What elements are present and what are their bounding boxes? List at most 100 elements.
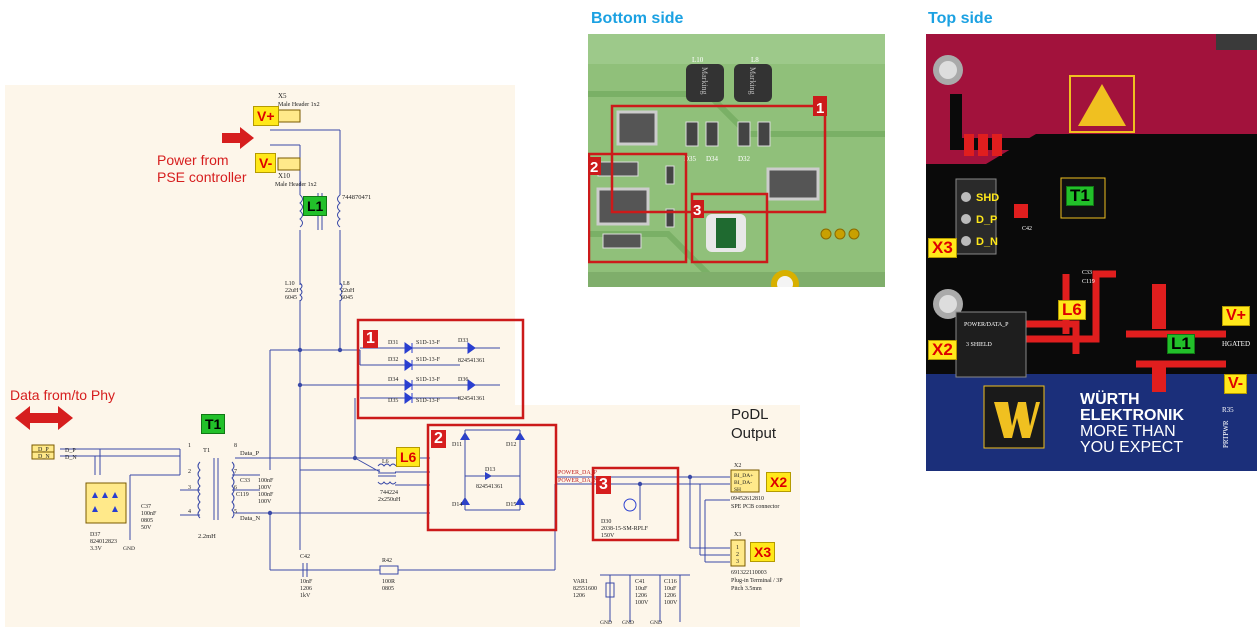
pin-4: 4 [188, 509, 191, 515]
x3-shd-label: SHD [976, 192, 999, 204]
smd-part [616, 110, 658, 146]
d37-diode [102, 492, 108, 498]
d32-diode [404, 359, 413, 371]
c116-ref: C116 [664, 579, 677, 585]
d33-part: 824541361 [458, 358, 485, 364]
bottom-side-pcb-image: L10 L8 Marking Marking D35 D34 D32 [588, 34, 885, 287]
var1-ref: VAR1 [573, 579, 588, 585]
pin-5: 5 [234, 509, 237, 515]
junction-dot [687, 474, 693, 480]
d30-ref: D30 [601, 519, 611, 525]
logo-line-3: MORE THAN [1080, 423, 1176, 440]
c42-ref: C42 [300, 554, 310, 560]
smd-part [665, 165, 675, 185]
r35-silk: R35 [1222, 406, 1234, 414]
l8-marking: Marking [748, 67, 757, 95]
d35-part: S1D-13-F [416, 398, 441, 404]
box-3-number: 3 [596, 476, 611, 494]
d33-tvs [467, 342, 476, 354]
d37-array [85, 482, 127, 524]
c41-val: 10uF [635, 586, 648, 592]
d37-diode [92, 506, 98, 512]
x5-ref: X5 [278, 92, 287, 100]
d32-silk: D32 [738, 155, 751, 163]
x2-ref: X2 [734, 463, 741, 469]
d30-part: 2038-15-SM-RPLF [601, 526, 649, 532]
pcb-box-2-number: 2 [590, 159, 598, 176]
c33-ref: C33 [240, 478, 250, 484]
pcb-tag-t1: T1 [1066, 186, 1094, 206]
d36-tvs [467, 379, 476, 391]
x3-connector [730, 539, 746, 567]
d35-silk: D35 [684, 155, 697, 163]
tag-v-minus: V- [255, 153, 277, 173]
smd-part [757, 121, 771, 147]
schematic-diagram: X5 Male Header 1x2 X10 Male Header 1x2 7… [5, 85, 800, 627]
d-net-p: D_P [65, 448, 76, 454]
pin-2: 2 [188, 469, 191, 475]
pcb-tag-v-plus: V+ [1222, 306, 1251, 326]
x2-pin-sh: SH [734, 487, 741, 493]
tag-v-plus: V+ [253, 106, 279, 126]
l10-marking: Marking [700, 67, 709, 95]
d36-ref: D36 [458, 377, 468, 383]
esd-warning-icon [1078, 84, 1126, 126]
data-from-label: Data from/to Phy [10, 387, 116, 403]
c37-volt: 50V [141, 525, 152, 531]
podl-output-label: PoDL Output [731, 406, 777, 442]
d35-diode [404, 392, 413, 404]
c116-volt: 100V [664, 600, 678, 606]
x2-connector [730, 469, 760, 493]
x3-pin2: 2 [736, 552, 739, 558]
via-hole [834, 228, 846, 240]
power-data-p-silk: POWER/DATA_P [964, 322, 1009, 328]
r42-ref: R42 [382, 558, 392, 564]
d34-diode [404, 379, 413, 391]
tag-l1: L1 [303, 196, 328, 216]
box-1-number: 1 [363, 330, 378, 348]
dp-label: D_P [38, 447, 49, 453]
l10-inductor-body [686, 64, 724, 102]
l1-part: 744870471 [342, 194, 371, 201]
box-2-number: 2 [431, 430, 446, 448]
x3-part: 691322110003 [731, 570, 767, 576]
tag-x2: X2 [766, 472, 792, 492]
smd-part [665, 208, 675, 228]
c42-pkg: 1206 [300, 586, 312, 592]
smd-part [705, 121, 719, 147]
c41-ref: C41 [635, 579, 645, 585]
c37-ref: C37 [141, 504, 151, 510]
d30-gdt [623, 498, 637, 512]
power-from-label: Power from PSE controller [157, 152, 247, 185]
c116-val: 10uF [664, 586, 677, 592]
pin-7: 7 [234, 469, 237, 475]
d37-diode [92, 492, 98, 498]
x2-pin-p: BI_DA+ [734, 473, 753, 479]
via-hole [848, 228, 860, 240]
top-side-title: Top side [928, 10, 993, 27]
pcb-tag-x2: X2 [928, 340, 957, 360]
c119-silk: C119 [1082, 279, 1095, 285]
t1-transformer [197, 458, 235, 520]
c33-silk: C33 [1082, 270, 1092, 276]
junction-dot [297, 382, 303, 388]
x3-dn-label: D_N [976, 236, 998, 248]
pcb-box-1 [610, 104, 827, 214]
bottom-side-title: Bottom side [591, 10, 684, 27]
d34-silk: D34 [706, 155, 719, 163]
l8-inductor [339, 282, 343, 302]
tag-x3: X3 [750, 542, 776, 562]
logo-line-2: ELEKTRONIK [1080, 407, 1184, 424]
l10-inductor [299, 282, 303, 302]
pcb-tag-v-minus: V- [1224, 374, 1248, 394]
d-net-n: D_N [65, 455, 77, 461]
smd-part [766, 167, 820, 201]
smd-part [737, 121, 751, 147]
pin-8: 8 [234, 443, 237, 449]
box-2-highlight [426, 423, 558, 532]
d13-ref: D13 [485, 467, 495, 473]
c41-volt: 100V [635, 600, 649, 606]
c37-val: 100nF [141, 511, 157, 517]
l10-pkg: 6045 [285, 295, 297, 301]
d37-diode [112, 506, 118, 512]
